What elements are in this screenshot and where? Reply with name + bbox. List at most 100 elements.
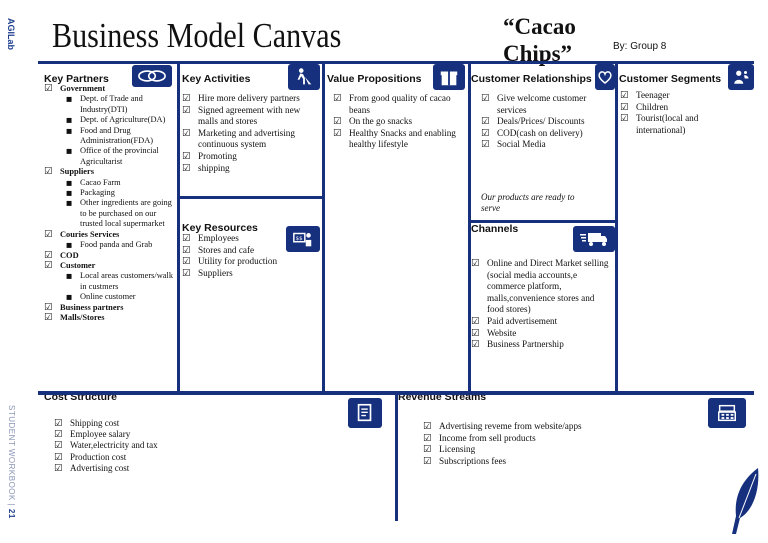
- relationship-item: Social Media: [481, 139, 613, 151]
- divider-2: [322, 61, 325, 393]
- customer-segments-title: Customer Segments: [619, 73, 722, 85]
- value-propositions-section: Value Propositions From good quality of …: [325, 64, 468, 391]
- quill-logo-icon: [732, 468, 759, 534]
- revenue-item: Advertising reveme from website/apps: [423, 421, 723, 433]
- page-title: Business Model Canvas: [52, 16, 342, 55]
- activity-item: Marketing and advertising continuous sys…: [182, 128, 320, 151]
- workbook-footer: STUDENT WORKBOOK | 21: [4, 405, 18, 525]
- partner-group: Malls/Stores: [44, 312, 176, 324]
- partner-group-label: Government: [60, 84, 106, 93]
- business-model-canvas: Key Partners GovernmentDept. of Trade an…: [38, 61, 754, 521]
- divider-1: [177, 61, 180, 393]
- revenue-streams-section: Revenue Streams Advertising reveme from …: [398, 395, 754, 521]
- footer-prefix: STUDENT WORKBOOK |: [7, 405, 16, 509]
- revenue-streams-title: Revenue Streams: [398, 395, 487, 403]
- value-item: On the go snacks: [333, 116, 465, 128]
- partner-sub-item: Food and Drug Administration(FDA): [60, 126, 176, 147]
- brand-text: AGILab: [6, 18, 16, 51]
- truck-icon: [573, 226, 615, 252]
- activity-item: Hire more delivery partners: [182, 93, 320, 105]
- key-resources-section: Key Resources $$ EmployeesStores and caf…: [180, 199, 322, 391]
- revenue-item: Licensing: [423, 444, 723, 456]
- segment-item: Children: [620, 102, 750, 114]
- segment-item: Teenager: [620, 90, 750, 102]
- partner-sub-item: Cacao Farm: [60, 178, 176, 189]
- partner-sub-item: Food panda and Grab: [60, 240, 176, 251]
- customer-relationships-section: Customer Relationships Give welcome cust…: [471, 64, 615, 220]
- customer-segments-section: Customer Segments TeenagerChildrenTouris…: [618, 64, 754, 391]
- partner-sub-list: Local areas customers/walk in custmersOn…: [60, 271, 176, 303]
- key-partners-title: Key Partners: [44, 73, 109, 85]
- cost-item: Production cost: [54, 452, 334, 463]
- divider-3: [468, 61, 471, 393]
- value-item: Healthy Snacks and enabling healthy life…: [333, 128, 465, 151]
- partner-group-label: Customer: [60, 260, 96, 270]
- divider-relationships-channels: [470, 220, 615, 223]
- partner-group: Couries ServicesFood panda and Grab: [44, 230, 176, 251]
- activity-item: Signed agreement with new malls and stor…: [182, 105, 320, 128]
- frame-top: [38, 61, 754, 64]
- customer-relationships-title: Customer Relationships: [471, 73, 592, 85]
- key-partners-list: GovernmentDept. of Trade and Industry(DT…: [44, 84, 176, 324]
- channel-item: Paid advertisement: [471, 316, 613, 328]
- resource-item: Stores and cafe: [182, 245, 320, 257]
- channels-list: Online and Direct Market selling (social…: [471, 258, 613, 351]
- channel-item: Website: [471, 328, 613, 340]
- brand-label: AGILab: [4, 18, 18, 58]
- channels-title: Channels: [471, 223, 519, 235]
- relationships-note: Our products are ready to serve: [481, 192, 575, 213]
- cost-item: Advertising cost: [54, 463, 334, 474]
- partner-sub-list: Food panda and Grab: [60, 240, 176, 251]
- revenue-item: Subscriptions fees: [423, 456, 723, 468]
- partner-sub-item: Dept. of Agriculture(DA): [60, 115, 176, 126]
- partner-sub-list: Cacao FarmPackagingOther ingredients are…: [60, 178, 176, 230]
- value-propositions-list: From good quality of cacao beansOn the g…: [333, 93, 465, 151]
- partner-group-label: Malls/Stores: [60, 312, 105, 322]
- partner-sub-item: Dept. of Trade and Industry(DTI): [60, 94, 176, 115]
- value-item: From good quality of cacao beans: [333, 93, 465, 116]
- partner-group: GovernmentDept. of Trade and Industry(DT…: [44, 84, 176, 167]
- resource-item: Utility for production: [182, 256, 320, 268]
- partner-sub-item: Packaging: [60, 188, 176, 199]
- activity-item: Promoting: [182, 151, 320, 163]
- cost-item: Employee salary: [54, 429, 334, 440]
- cost-item: Water,electricity and tax: [54, 440, 334, 451]
- relationship-item: COD(cash on delivery): [481, 128, 613, 140]
- partner-group-label: Business partners: [60, 302, 124, 312]
- heart-chat-icon: [595, 64, 615, 90]
- partner-group: COD: [44, 251, 176, 262]
- partner-group-label: Couries Services: [60, 229, 120, 239]
- channel-item: Online and Direct Market selling (social…: [471, 258, 613, 316]
- workbook-footer-text: STUDENT WORKBOOK | 21: [7, 405, 16, 519]
- link-icon: [132, 65, 172, 87]
- channels-section: Channels Online and Direct Market sellin…: [471, 223, 615, 391]
- channel-item: Business Partnership: [471, 339, 613, 351]
- customer-segments-list: TeenagerChildrenTourist(local and intern…: [620, 90, 750, 136]
- page-number: 21: [7, 508, 16, 519]
- divider-cost-revenue: [395, 393, 398, 521]
- resource-item: Suppliers: [182, 268, 320, 280]
- byline: By: Group 8: [613, 41, 667, 52]
- resource-item: Employees: [182, 233, 320, 245]
- divider-activities-resources: [179, 196, 322, 199]
- partner-sub-item: Local areas customers/walk in custmers: [60, 271, 176, 292]
- partner-sub-item: Office of the provincial Agricultarist: [60, 146, 176, 167]
- document-icon: [348, 398, 382, 428]
- key-activities-section: Key Activities Hire more delivery partne…: [180, 64, 322, 196]
- key-resources-list: EmployeesStores and cafeUtility for prod…: [182, 233, 320, 279]
- partner-sub-item: Online customer: [60, 292, 176, 303]
- people-icon: [728, 64, 754, 90]
- key-resources-title: Key Resources: [182, 222, 258, 234]
- segment-item: Tourist(local and international): [620, 113, 750, 136]
- cost-structure-section: Cost Structure Shipping costEmployee sal…: [38, 395, 395, 521]
- relationship-item: Deals/Prices/ Discounts: [481, 116, 613, 128]
- gift-icon: [433, 64, 465, 90]
- partner-group: CustomerLocal areas customers/walk in cu…: [44, 261, 176, 303]
- revenue-item: Income from sell products: [423, 433, 723, 445]
- partner-sub-list: Dept. of Trade and Industry(DTI)Dept. of…: [60, 94, 176, 167]
- cost-structure-list: Shipping costEmployee salaryWater,electr…: [54, 418, 334, 474]
- key-partners-section: Key Partners GovernmentDept. of Trade an…: [38, 64, 177, 391]
- worker-icon: [288, 64, 320, 90]
- key-activities-list: Hire more delivery partnersSigned agreem…: [182, 93, 320, 174]
- partner-group: SuppliersCacao FarmPackagingOther ingred…: [44, 167, 176, 229]
